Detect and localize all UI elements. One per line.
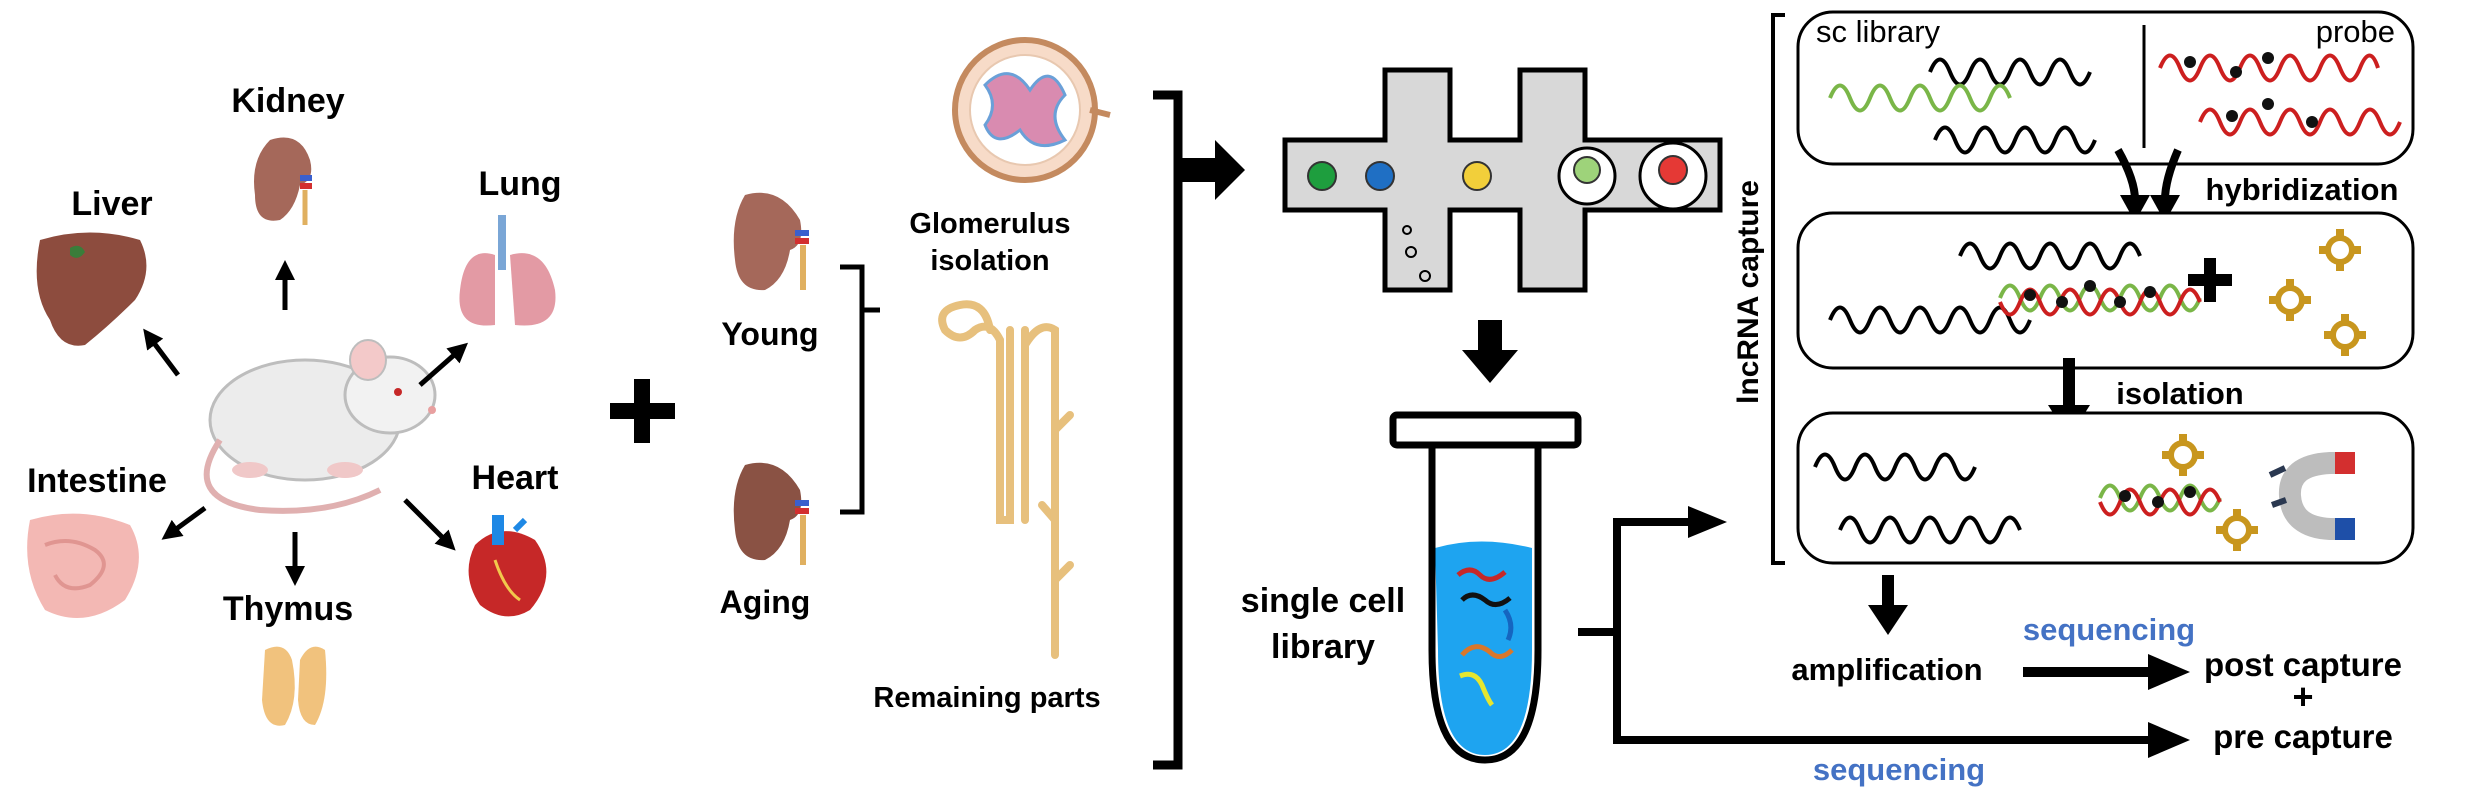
arrow-to-chip <box>1180 140 1245 200</box>
sc-library-label: sc library <box>1816 14 1941 49</box>
post-capture-label: post capture <box>2204 646 2402 683</box>
amplification-arrow <box>1868 575 1908 635</box>
organ-arrows <box>143 260 469 586</box>
glomerulus-label-line2: isolation <box>930 245 1049 277</box>
box2-probe-dots <box>2024 280 2156 308</box>
heart-label: Heart <box>472 459 559 497</box>
remaining-parts-label: Remaining parts <box>873 682 1100 714</box>
box2-plus-icon <box>2188 258 2232 302</box>
amplification-label: amplification <box>1791 652 1982 687</box>
post-capture-arrow <box>2023 654 2190 690</box>
young-kidney-icon <box>733 192 809 291</box>
isolation-label: isolation <box>2116 376 2243 411</box>
aging-kidney-icon <box>733 462 809 565</box>
library-label-line1: single cell <box>1241 582 1405 620</box>
green-bead-dot <box>1307 161 1337 191</box>
library-label-line2: library <box>1271 628 1375 666</box>
kidney-organ-icon <box>254 137 312 225</box>
capture-box-library-probe <box>1796 10 2415 166</box>
intestine-label: Intestine <box>27 462 167 500</box>
hybridization-arrows <box>2114 148 2182 222</box>
probe-label: probe <box>2316 14 2395 49</box>
sequencing-label-top: sequencing <box>2023 612 2195 647</box>
intestine-organ-icon <box>27 513 139 618</box>
group-bracket <box>840 264 880 515</box>
remaining-parts-icon <box>938 300 1074 659</box>
liver-organ-icon <box>36 232 147 346</box>
young-label: Young <box>721 316 818 352</box>
tube-output-connector <box>1578 506 2190 758</box>
microfluidic-chip <box>1282 67 1723 293</box>
arrow-chip-to-tube <box>1462 320 1518 383</box>
droplet-green <box>1573 156 1601 184</box>
probe-dots <box>2184 52 2318 128</box>
thymus-label: Thymus <box>223 590 353 628</box>
big-bracket <box>1153 90 1183 770</box>
lung-organ-icon <box>459 215 556 326</box>
pre-capture-label: pre capture <box>2213 718 2393 755</box>
thymus-organ-icon <box>262 646 327 726</box>
glomerulus-label-line1: Glomerulus <box>909 208 1070 240</box>
liver-label: Liver <box>71 185 152 223</box>
blue-bead-dot <box>1365 161 1395 191</box>
box3-probe-dots <box>2119 486 2196 508</box>
hybridization-label: hybridization <box>2206 172 2399 207</box>
box1-rna-strands <box>1828 53 2402 155</box>
kidney-label: Kidney <box>231 82 344 120</box>
heart-organ-icon <box>468 515 547 617</box>
plus-icon <box>610 379 675 443</box>
glomerulus-icon <box>952 37 1111 183</box>
mouse-illustration <box>203 339 437 514</box>
sample-tube <box>1389 411 1582 764</box>
lncrna-capture-label: lncRNA capture <box>1732 180 1765 404</box>
output-plus-label: + <box>2292 676 2313 717</box>
lung-label: Lung <box>478 165 561 203</box>
magnet-icon <box>2268 452 2355 540</box>
droplet-red <box>1658 155 1688 185</box>
capture-bracket <box>1771 13 1785 565</box>
yellow-bead-dot <box>1462 161 1492 191</box>
sequencing-label-bottom: sequencing <box>1813 752 1985 787</box>
aging-label: Aging <box>720 584 811 620</box>
